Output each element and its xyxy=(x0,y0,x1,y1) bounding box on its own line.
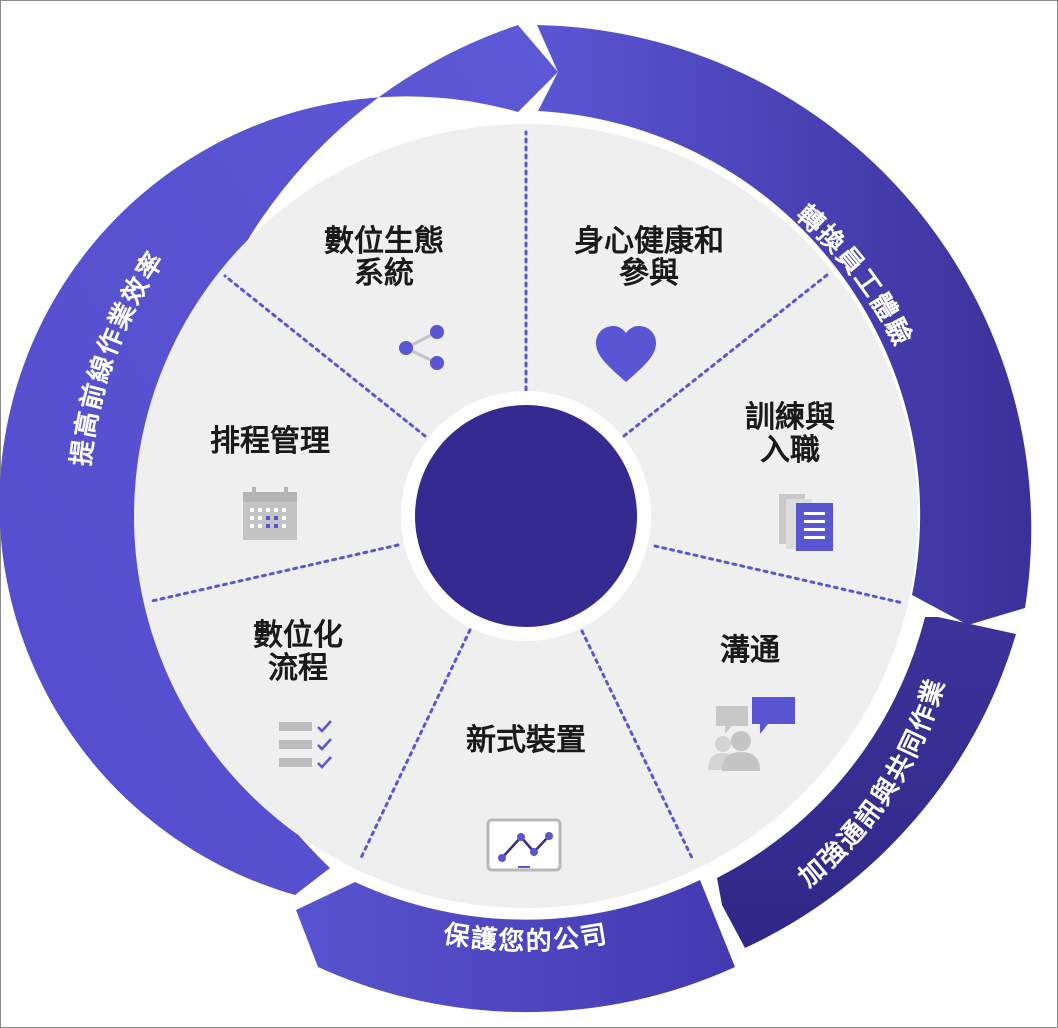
segment-label-scheduling: 排程管理 xyxy=(210,424,330,459)
divider-line xyxy=(622,273,829,438)
segment-icons xyxy=(243,325,833,872)
segment-label-digital-process-line2: 流程 xyxy=(268,651,328,686)
calendar-icon xyxy=(243,487,297,540)
divider-line xyxy=(150,543,400,603)
share-icon xyxy=(399,325,444,370)
heart-icon xyxy=(596,326,656,382)
divider-line xyxy=(223,274,427,438)
ring-segment-frontline xyxy=(0,25,558,895)
device-chart-icon xyxy=(486,818,562,872)
segment-label-modern-devices: 新式裝置 xyxy=(466,723,586,758)
checklist-icon xyxy=(279,720,332,769)
ring-segment-protect-company xyxy=(296,880,735,1013)
segment-labels: 身心健康和 參與 訓練與 入職 溝通 新式裝置 數位化 流程 排程管理 數位生態… xyxy=(210,224,835,758)
segment-label-ecosystem-line1: 數位生態 xyxy=(324,224,444,259)
segment-label-wellbeing-line2: 參與 xyxy=(619,256,679,291)
ring-segment-communication xyxy=(717,617,1016,948)
divider-line xyxy=(580,629,695,862)
outer-ring xyxy=(0,25,1032,1013)
divider-line xyxy=(358,628,472,862)
chat-people-icon xyxy=(708,697,795,771)
segment-dividers xyxy=(150,130,905,862)
divider-line xyxy=(653,544,905,605)
segment-label-wellbeing-line1: 身心健康和 xyxy=(574,224,724,259)
center-hub xyxy=(415,405,637,627)
segment-label-training-line1: 訓練與 xyxy=(745,400,835,435)
ring-segment-employee-experience xyxy=(537,25,1032,625)
segment-label-training-line2: 入職 xyxy=(760,433,820,468)
segment-label-ecosystem-line2: 系統 xyxy=(354,256,414,291)
segment-label-communication: 溝通 xyxy=(720,633,780,668)
segment-label-digital-process-line1: 數位化 xyxy=(253,618,343,653)
document-icon xyxy=(779,494,833,551)
